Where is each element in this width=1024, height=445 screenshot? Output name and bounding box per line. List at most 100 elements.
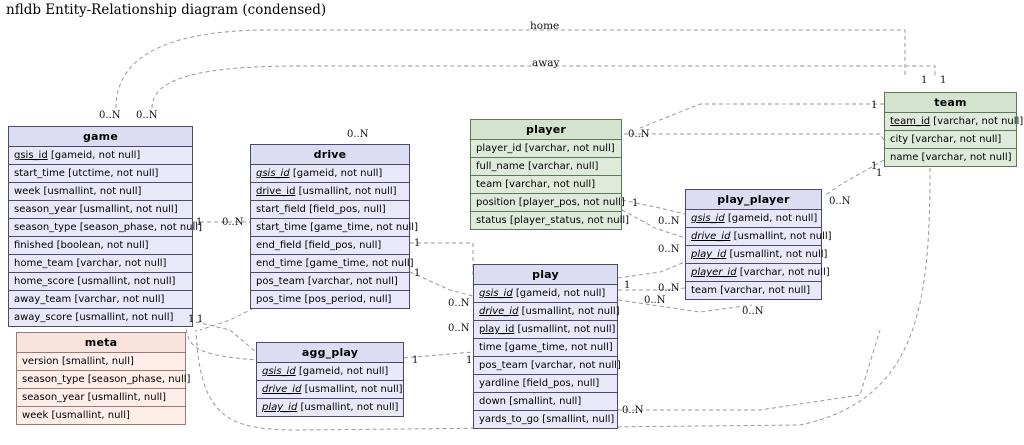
- attribute-field-name: version: [22, 356, 59, 367]
- attribute-field-type: [varchar, not null]: [720, 285, 811, 296]
- attribute-field-name: season_year: [22, 392, 85, 403]
- attribute-row: play_id [usmallint, not null]: [257, 399, 403, 416]
- attribute-field-name: yardline: [479, 378, 520, 389]
- entity-title-player: player: [471, 120, 621, 140]
- attribute-field-name: pos_team: [256, 276, 305, 287]
- attribute-row: gsis_id [gameid, not null]: [686, 210, 821, 228]
- attribute-row: time [game_time, not null]: [474, 339, 617, 357]
- attribute-field-type: [pos_period, null]: [304, 294, 392, 305]
- attribute-row: start_time [utctime, not null]: [9, 165, 192, 183]
- attribute-field-type: [season_phase, null]: [87, 374, 191, 385]
- attribute-field-name: drive_id: [262, 384, 302, 395]
- attribute-field-name: home_team: [14, 258, 74, 269]
- cardinality-label: 0..N: [448, 298, 470, 309]
- cardinality-label: 1: [414, 238, 421, 249]
- attribute-row: player_id [varchar, not null]: [471, 140, 621, 158]
- attribute-field-type: [field_pos, null]: [304, 240, 382, 251]
- attribute-field-name: city: [890, 134, 909, 145]
- attribute-row: season_type [season_phase, null]: [17, 371, 190, 389]
- cardinality-label: 0..N: [136, 110, 158, 121]
- attribute-field-name: status: [476, 215, 507, 226]
- attribute-field-name: gsis_id: [479, 288, 513, 299]
- attribute-field-name: full_name: [476, 161, 525, 172]
- attribute-field-type: [varchar, not null]: [933, 116, 1024, 127]
- attribute-field-name: team_id: [890, 116, 931, 127]
- attribute-field-type: [varchar, null]: [527, 161, 599, 172]
- attribute-row: team [varchar, not null]: [686, 282, 821, 299]
- attribute-field-type: [smallint, null]: [61, 356, 134, 367]
- attribute-row: away_score [usmallint, not null]: [9, 309, 192, 326]
- attribute-field-type: [usmallint, not null]: [733, 231, 832, 242]
- attribute-field-type: [usmallint, not null]: [43, 186, 142, 197]
- cardinality-label: 0..N: [644, 295, 666, 306]
- attribute-row: season_year [usmallint, not null]: [9, 201, 192, 219]
- attribute-field-name: name: [890, 152, 919, 163]
- attribute-field-type: [gameid, not null]: [50, 150, 141, 161]
- attribute-field-name: season_type: [14, 222, 77, 233]
- attribute-field-name: away_team: [14, 294, 72, 305]
- entity-title-meta: meta: [17, 333, 185, 353]
- cardinality-label: 0..N: [829, 196, 851, 207]
- attribute-field-type: [varchar, not null]: [505, 179, 596, 190]
- entity-title-play: play: [474, 265, 617, 285]
- attribute-field-type: [season_phase, not null]: [79, 222, 202, 233]
- cardinality-label: 1: [466, 355, 473, 366]
- attribute-field-type: [varchar, not null]: [307, 276, 398, 287]
- attribute-field-type: [varchar, not null]: [524, 143, 615, 154]
- attribute-row: pos_team [varchar, not null]: [474, 357, 621, 375]
- attribute-row: home_score [usmallint, not null]: [9, 273, 192, 291]
- attribute-row: full_name [varchar, null]: [471, 158, 621, 176]
- attribute-row: gsis_id [gameid, not null]: [251, 165, 409, 183]
- attribute-field-type: [usmallint, not null]: [517, 324, 616, 335]
- attribute-field-name: end_field: [256, 240, 302, 251]
- attribute-row: position [player_pos, not null]: [471, 194, 625, 212]
- cardinality-label: 0..N: [628, 129, 650, 140]
- attribute-field-type: [boolean, not null]: [56, 240, 149, 251]
- attribute-field-name: team: [476, 179, 502, 190]
- cardinality-label: 0..N: [742, 306, 764, 317]
- attribute-row: end_field [field_pos, null]: [251, 237, 409, 255]
- attribute-field-type: [usmallint, not null]: [298, 186, 397, 197]
- attribute-row: yardline [field_pos, null]: [474, 375, 617, 393]
- cardinality-label: 1: [871, 100, 878, 111]
- attribute-field-name: season_year: [14, 204, 77, 215]
- attribute-row: pos_time [pos_period, null]: [251, 291, 409, 308]
- attribute-row: drive_id [usmallint, not null]: [474, 303, 620, 321]
- entity-meta[interactable]: meta version [smallint, null] season_type …: [16, 332, 190, 425]
- attribute-field-name: down: [479, 396, 506, 407]
- attribute-field-name: pos_team: [479, 360, 528, 371]
- entity-title-drive: drive: [251, 145, 409, 165]
- cardinality-label: 1: [412, 355, 419, 366]
- attribute-field-type: [usmallint, null]: [87, 392, 167, 403]
- attribute-field-type: [usmallint, not null]: [77, 276, 176, 287]
- cardinality-label: 0..N: [99, 110, 121, 121]
- cardinality-label: 1: [197, 314, 204, 325]
- cardinality-label: 1: [921, 75, 928, 86]
- attribute-field-name: player_id: [691, 267, 737, 278]
- attribute-field-name: gsis_id: [256, 168, 290, 179]
- attribute-row: name [varchar, not null]: [885, 149, 1016, 166]
- attribute-field-type: [varchar, not null]: [74, 294, 165, 305]
- attribute-row: end_time [game_time, not null]: [251, 255, 414, 273]
- attribute-row: yards_to_go [smallint, null]: [474, 411, 617, 428]
- relationship-label: away: [532, 57, 560, 69]
- attribute-field-type: [usmallint, not null]: [300, 402, 399, 413]
- attribute-row: week [usmallint, null]: [17, 407, 185, 424]
- attribute-row: team_id [varchar, not null]: [885, 113, 1023, 131]
- cardinality-label: 1: [196, 217, 203, 228]
- attribute-field-type: [varchar, not null]: [921, 152, 1012, 163]
- cardinality-label: 1: [414, 268, 421, 279]
- attribute-field-type: [varchar, not null]: [739, 267, 830, 278]
- attribute-field-type: [gameid, not null]: [727, 213, 818, 224]
- attribute-field-name: yards_to_go: [479, 414, 540, 425]
- page-title: nfldb Entity-Relationship diagram (conde…: [6, 2, 327, 18]
- attribute-field-type: [field_pos, null]: [309, 204, 386, 215]
- attribute-field-type: [game_time, not null]: [310, 222, 418, 233]
